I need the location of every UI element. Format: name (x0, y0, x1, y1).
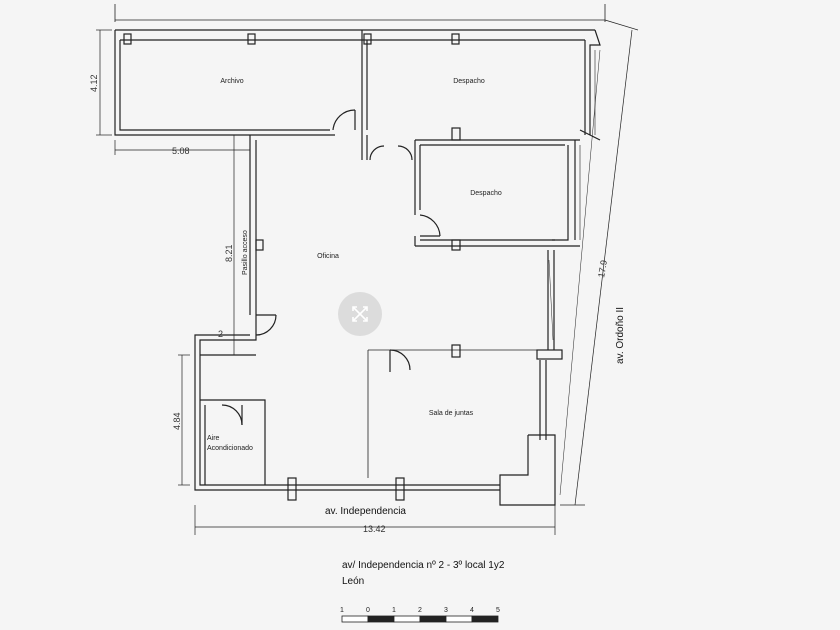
street-label-ordono: av. Ordoño II (615, 307, 626, 364)
scale-label: 0 (366, 607, 370, 614)
dim-2: 2 (218, 329, 223, 339)
dim-5-08: 5.08 (172, 146, 190, 156)
room-label-despacho-mid: Despacho (470, 190, 502, 197)
room-label-despacho-top: Despacho (453, 78, 485, 85)
address-line-1: av/ Independencia nº 2 - 3º local 1y2 (342, 560, 505, 571)
street-label-independencia: av. Independencia (325, 506, 406, 517)
room-label-aire-2: Acondicionado (207, 445, 253, 452)
dim-4-12: 4.12 (89, 74, 99, 92)
scale-label: 4 (470, 607, 474, 614)
room-label-archivo: Archivo (220, 78, 243, 85)
address-line-2: León (342, 576, 365, 587)
scale-label: 1 (340, 607, 344, 614)
scale-label: 3 (444, 607, 448, 614)
room-label-oficina: Oficina (317, 253, 339, 260)
scale-label: 1 (392, 607, 396, 614)
room-label-aire-1: Aire (207, 435, 220, 442)
scale-label: 2 (418, 607, 422, 614)
dim-17-9: 17.9 (596, 259, 609, 278)
room-label-pasillo: Pasillo acceso (242, 230, 249, 275)
scale-bar: 1 0 1 2 3 4 5 (340, 607, 500, 623)
dim-8-21: 8.21 (224, 244, 234, 262)
expand-icon (352, 306, 368, 322)
dim-13-42: 13.42 (363, 524, 386, 534)
zoom-button[interactable] (338, 292, 382, 336)
dim-4-84: 4.84 (172, 412, 182, 430)
room-label-sala-juntas: Sala de juntas (429, 410, 474, 417)
scale-label: 5 (496, 607, 500, 614)
